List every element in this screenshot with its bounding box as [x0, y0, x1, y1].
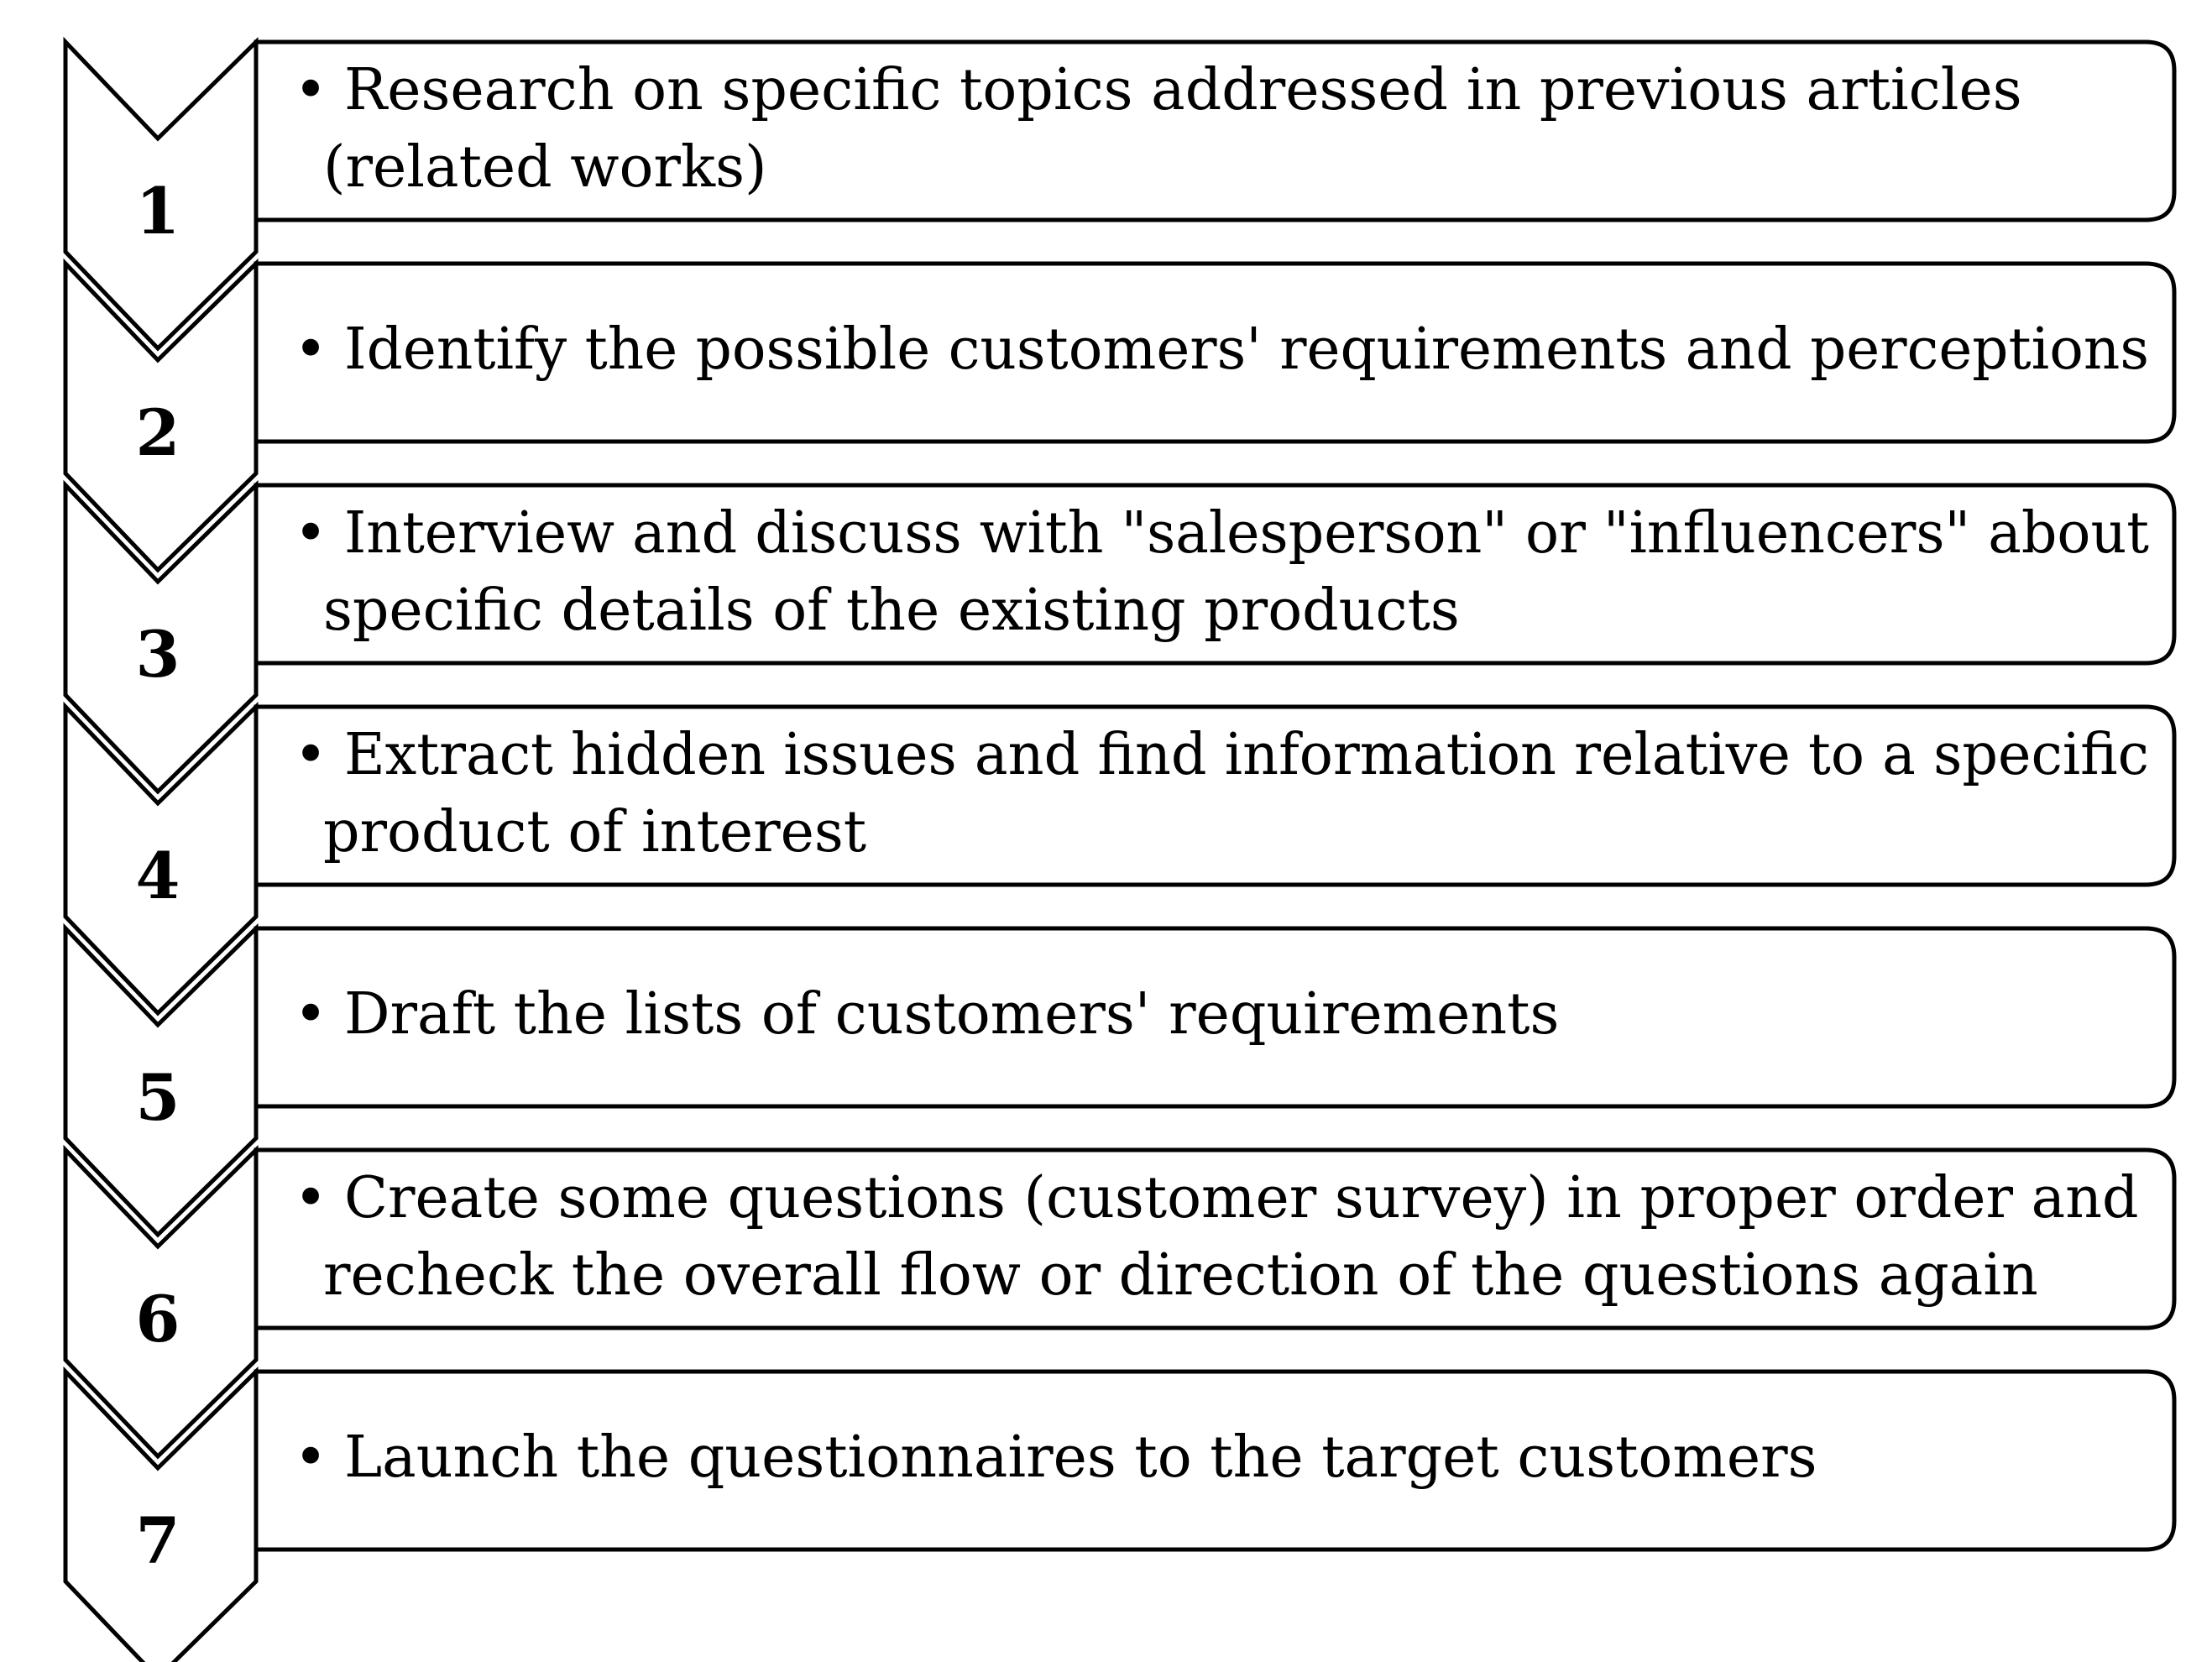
bullet-icon: • — [294, 316, 327, 383]
step-5: 5 • Draft the lists of customers' requirem… — [63, 922, 2177, 1238]
step-number: 2 — [136, 395, 180, 470]
step-box — [254, 1147, 2177, 1330]
step-text-line: Create some questions (customer survey) … — [344, 1165, 2139, 1231]
step-6: 6 • Create some questions (customer survey… — [63, 1144, 2177, 1460]
step-text-line: recheck the overall flow or direction of… — [323, 1242, 2038, 1309]
step-number: 4 — [136, 839, 180, 913]
bullet-icon: • — [294, 722, 327, 788]
step-number: 6 — [136, 1282, 180, 1356]
step-2: 2 • Identify the possible customers' requi… — [63, 258, 2177, 573]
step-chevron — [63, 701, 259, 1017]
bullet-icon: • — [294, 500, 327, 567]
step-text-line: (related works) — [323, 134, 767, 201]
bullet-icon: • — [294, 1165, 327, 1231]
step-chevron — [63, 922, 259, 1238]
step-1: 1 • Research on specific topics addressed … — [63, 36, 2177, 352]
step-chevron — [63, 1144, 259, 1460]
bullet-icon: • — [294, 1424, 327, 1491]
step-box — [254, 1369, 2177, 1552]
bullet-icon: • — [294, 57, 327, 123]
step-number: 1 — [136, 174, 180, 248]
step-4: 4 • Extract hidden issues and find informa… — [63, 701, 2177, 1017]
step-7: 7 • Launch the questionnaires to the targe… — [63, 1366, 2177, 1662]
step-text-line: Launch the questionnaires to the target … — [344, 1424, 1817, 1491]
step-text-line: specific details of the existing product… — [323, 578, 1460, 644]
step-text-line: Identify the possible customers' require… — [344, 316, 2149, 383]
bullet-icon: • — [294, 981, 327, 1048]
step-number: 5 — [136, 1060, 180, 1135]
step-text-line: Draft the lists of customers' requiremen… — [344, 981, 1559, 1048]
step-box — [254, 483, 2177, 666]
step-number: 7 — [136, 1503, 180, 1578]
step-number: 3 — [136, 617, 180, 692]
step-text-line: Research on specific topics addressed in… — [344, 57, 2022, 123]
step-chevron — [63, 258, 259, 573]
step-chevron — [63, 36, 259, 352]
step-box — [254, 39, 2177, 222]
step-box — [254, 704, 2177, 887]
step-box — [254, 926, 2177, 1109]
step-text-line: Interview and discuss with "salesperson"… — [344, 500, 2149, 567]
step-3: 3 • Interview and discuss with "salesperso… — [63, 479, 2177, 795]
step-chevron — [63, 479, 259, 795]
step-text-line: product of interest — [323, 799, 866, 865]
steps-layer: 1 • Research on specific topics addressed … — [63, 36, 2177, 1662]
step-chevron — [63, 1366, 259, 1662]
step-box — [254, 261, 2177, 444]
step-text-line: Extract hidden issues and find informati… — [344, 722, 2149, 788]
